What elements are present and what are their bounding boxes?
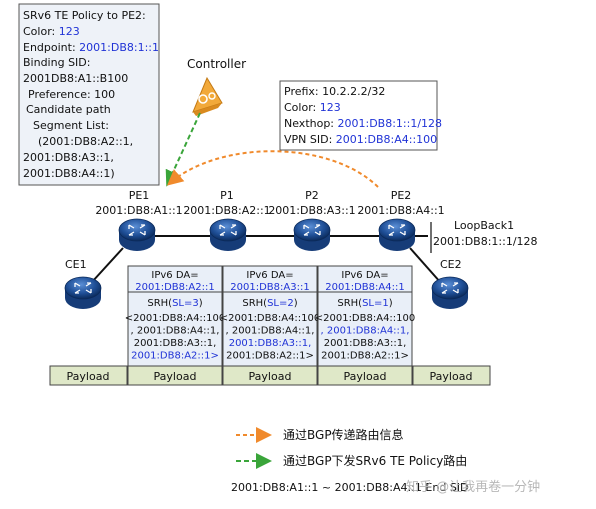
controller-label: Controller: [187, 57, 246, 71]
pe2-addr: 2001:DB8:A4::1: [357, 204, 444, 217]
srh-header: [222, 291, 318, 367]
segment-entry: 2001:DB8:A2::1>: [321, 351, 409, 362]
links: [91, 222, 442, 284]
p2-addr: 2001:DB8:A3::1: [268, 204, 355, 217]
bgp-route-arrow: [166, 150, 379, 188]
ipv6-da-label: IPv6 DA=: [341, 270, 388, 281]
p2-name: P2: [305, 189, 319, 202]
segment-entry: , 2001:DB8:A4::1,: [226, 326, 315, 337]
watermark: 知乎 @让我再卷一分钟: [406, 479, 540, 495]
ipv6-header: [127, 265, 223, 293]
router-ce2: [431, 276, 469, 310]
segment-entry: 2001:DB8:A3::1,: [134, 338, 217, 349]
segment-entry: 2001:DB8:A3::1,: [324, 338, 407, 349]
payload-left: Payload: [49, 365, 128, 386]
segment-entry: <2001:DB8:A4::100: [220, 313, 321, 324]
packet-headers: IPv6 DA=2001:DB8:A2::1SRH(SL=3)<2001:DB8…: [125, 265, 416, 386]
ipv6-da-label: IPv6 DA=: [151, 270, 198, 281]
payload-label: Payload: [249, 370, 292, 383]
binding-sid-label: Binding SID:: [23, 56, 90, 69]
ipv6-da-value: 2001:DB8:A2::1: [135, 282, 214, 293]
candidate-path: Candidate path: [26, 103, 111, 116]
packet-2: IPv6 DA=2001:DB8:A3::1SRH(SL=2)<2001:DB8…: [220, 265, 321, 386]
payload-label: Payload: [344, 370, 387, 383]
packet-1: IPv6 DA=2001:DB8:A2::1SRH(SL=3)<2001:DB8…: [125, 265, 226, 386]
prefix-box: Prefix: 10.2.2.2/32 Color: 123 Nexthop: …: [279, 80, 442, 151]
loopback-name: LoopBack1: [454, 219, 514, 232]
srh-header: [127, 291, 223, 367]
payload: [317, 365, 413, 386]
controller-icon: [192, 76, 223, 116]
end-sid-note: 2001:DB8:A1::1 ~ 2001:DB8:A4::1 End SID: [231, 481, 469, 494]
segment-entry: <2001:DB8:A4::100: [125, 313, 226, 324]
pe1-name: PE1: [129, 189, 150, 202]
policy-preference: Preference: 100: [28, 88, 115, 101]
controller: Controller: [187, 57, 246, 116]
legend-bgp-policy: 通过BGP下发SRv6 TE Policy路由: [283, 453, 467, 468]
payload: [127, 365, 223, 386]
ce1-name: CE1: [65, 258, 87, 271]
ipv6-da-value: 2001:DB8:A4::1: [325, 282, 404, 293]
policy-endpoint: Endpoint: 2001:DB8:1::1: [23, 41, 159, 54]
segment-3: 2001:DB8:A4::1): [23, 167, 115, 180]
policy-box: SRv6 TE Policy to PE2: Color: 123 Endpoi…: [18, 3, 160, 186]
policy-title: SRv6 TE Policy to PE2:: [23, 9, 146, 22]
legend-bgp-route: 通过BGP传递路由信息: [283, 427, 404, 442]
srh-label: SRH(SL=3): [147, 298, 202, 309]
srh-label: SRH(SL=1): [337, 298, 392, 309]
router-pe1: [118, 218, 156, 252]
router-p1: [209, 218, 247, 252]
segment-entry: 2001:DB8:A2::1>: [226, 351, 314, 362]
segment-entry: , 2001:DB8:A4::1,: [321, 326, 410, 337]
payload: [222, 365, 318, 386]
router-ce1: [64, 276, 102, 310]
ipv6-da-value: 2001:DB8:A3::1: [230, 282, 309, 293]
prefix-vpn-sid: VPN SID: 2001:DB8:A4::100: [284, 133, 437, 146]
router-pe2: [378, 218, 416, 252]
router-p2: [293, 218, 331, 252]
segment-list-label: Segment List:: [33, 119, 109, 132]
segment-entry: , 2001:DB8:A4::1,: [131, 326, 220, 337]
ipv6-da-label: IPv6 DA=: [246, 270, 293, 281]
packet-3: IPv6 DA=2001:DB8:A4::1SRH(SL=1)<2001:DB8…: [315, 265, 416, 386]
segment-entry: <2001:DB8:A4::100: [315, 313, 416, 324]
loopback-addr: 2001:DB8:1::1/128: [433, 235, 538, 248]
ipv6-header: [222, 265, 318, 293]
prefix-nexthop: Nexthop: 2001:DB8:1::1/128: [284, 117, 442, 130]
ce2-name: CE2: [440, 258, 462, 271]
payload-left-label: Payload: [67, 370, 110, 383]
prefix-value: Prefix: 10.2.2.2/32: [284, 85, 385, 98]
segment-entry: 2001:DB8:A3::1,: [229, 338, 312, 349]
p1-name: P1: [220, 189, 234, 202]
srh-label: SRH(SL=2): [242, 298, 297, 309]
segment-1: (2001:DB8:A2::1,: [38, 135, 133, 148]
p1-addr: 2001:DB8:A2::1: [183, 204, 270, 217]
legend: 通过BGP传递路由信息 通过BGP下发SRv6 TE Policy路由 2001…: [231, 427, 469, 494]
policy-color: Color: 123: [23, 25, 80, 38]
payload-label: Payload: [154, 370, 197, 383]
pe1-addr: 2001:DB8:A1::1: [95, 204, 182, 217]
prefix-color: Color: 123: [284, 101, 341, 114]
payload-right: Payload: [412, 365, 491, 386]
segment-2: 2001:DB8:A3::1,: [23, 151, 114, 164]
binding-sid-value: 2001DB8:A1::B100: [23, 72, 128, 85]
payload-right-label: Payload: [430, 370, 473, 383]
srh-header: [317, 291, 413, 367]
pe2-name: PE2: [391, 189, 412, 202]
segment-entry: 2001:DB8:A2::1>: [131, 351, 219, 362]
